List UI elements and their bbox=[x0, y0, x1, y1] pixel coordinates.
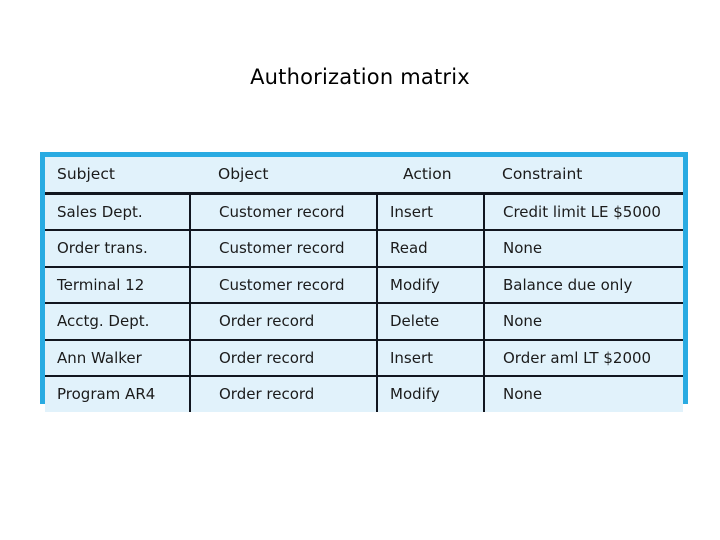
table-body: Sales Dept. Customer record Insert Credi… bbox=[45, 193, 683, 412]
cell-action: Modify bbox=[377, 266, 485, 304]
cell-object: Order record bbox=[190, 376, 378, 412]
cell-object: Order record bbox=[190, 303, 378, 341]
cell-action: Insert bbox=[377, 339, 485, 377]
cell-subject: Acctg. Dept. bbox=[45, 303, 191, 341]
cell-action: Delete bbox=[377, 303, 485, 341]
table-row: Sales Dept. Customer record Insert Credi… bbox=[45, 193, 683, 231]
cell-object: Customer record bbox=[190, 266, 378, 304]
table-row: Ann Walker Order record Insert Order aml… bbox=[45, 339, 683, 377]
table-header: Subject Object Action Constraint bbox=[45, 157, 683, 195]
cell-action: Modify bbox=[377, 376, 485, 412]
table-header-row: Subject Object Action Constraint bbox=[45, 157, 683, 195]
page-title: Authorization matrix bbox=[250, 65, 470, 89]
cell-object: Customer record bbox=[190, 230, 378, 268]
column-header-subject: Subject bbox=[45, 157, 190, 195]
table-row: Acctg. Dept. Order record Delete None bbox=[45, 303, 683, 341]
table-row: Program AR4 Order record Modify None bbox=[45, 376, 683, 412]
cell-constraint: None bbox=[484, 376, 683, 412]
authorization-matrix-inner: Subject Object Action Constraint Sales D… bbox=[45, 157, 683, 412]
cell-subject: Program AR4 bbox=[45, 376, 191, 412]
cell-object: Customer record bbox=[190, 193, 378, 231]
cell-constraint: Balance due only bbox=[484, 266, 683, 304]
cell-action: Insert bbox=[377, 193, 485, 231]
table-row: Terminal 12 Customer record Modify Balan… bbox=[45, 266, 683, 304]
cell-subject: Sales Dept. bbox=[45, 193, 191, 231]
cell-constraint: Order aml LT $2000 bbox=[484, 339, 683, 377]
column-header-action: Action bbox=[377, 157, 484, 195]
cell-subject: Order trans. bbox=[45, 230, 191, 268]
cell-subject: Ann Walker bbox=[45, 339, 191, 377]
cell-constraint: Credit limit LE $5000 bbox=[484, 193, 683, 231]
cell-action: Read bbox=[377, 230, 485, 268]
cell-constraint: None bbox=[484, 230, 683, 268]
column-header-constraint: Constraint bbox=[484, 157, 683, 195]
table-row: Order trans. Customer record Read None bbox=[45, 230, 683, 268]
cell-object: Order record bbox=[190, 339, 378, 377]
authorization-matrix-table: Subject Object Action Constraint Sales D… bbox=[45, 157, 683, 412]
cell-constraint: None bbox=[484, 303, 683, 341]
cell-subject: Terminal 12 bbox=[45, 266, 191, 304]
column-header-object: Object bbox=[190, 157, 377, 195]
authorization-matrix-frame: Subject Object Action Constraint Sales D… bbox=[40, 152, 688, 412]
